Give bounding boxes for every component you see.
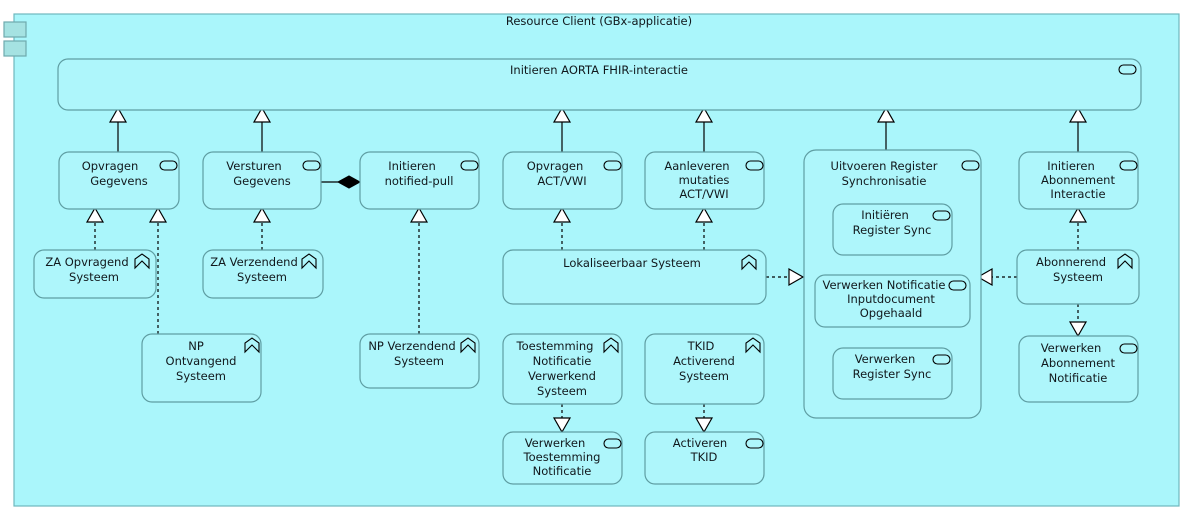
node-label-line: mutaties	[679, 173, 730, 187]
node-label-line: Toestemming	[516, 339, 594, 353]
node-uitvoeren-register-synchronisatie[interactable]: Uitvoeren Register Synchronisatie Initië…	[803, 149, 982, 419]
connector-initieren-abonnement-to-top-service	[1068, 106, 1088, 152]
node-versturen-gegevens[interactable]: Versturen Gegevens	[202, 151, 322, 210]
node-label-line: ACT/VWI	[537, 174, 586, 188]
node-label-line: Systeem	[237, 270, 287, 284]
node-activeren-tkid[interactable]: Activeren TKID	[644, 431, 765, 485]
node-label: Initieren AORTA FHIR-interactie	[510, 63, 688, 77]
node-label-line: Notificatie	[1049, 371, 1108, 385]
node-label-line: TKID	[690, 450, 718, 464]
connector-abonnerend-to-initieren-abonnement	[1068, 206, 1088, 250]
node-initieren-abonnement-interactie[interactable]: Initieren Abonnement Interactie	[1018, 151, 1139, 210]
node-label-line: Register Sync	[853, 367, 932, 381]
connector-opvragen-gegevens-to-top-service	[108, 106, 128, 152]
node-opvragen-act-vwi[interactable]: Opvragen ACT/VWI	[502, 151, 623, 210]
node-label-line: Uitvoeren Register	[831, 159, 938, 173]
node-label-line: notified-pull	[385, 174, 454, 188]
connector-abonnerend-to-verwerken-notificatie	[976, 267, 1017, 287]
node-verwerken-notificatie-inputdocument-opgehaald[interactable]: Verwerken Notificatie Inputdocument Opge…	[814, 274, 971, 328]
node-label-line: Aanleveren	[664, 159, 729, 173]
connector-tkid-systeem-to-activeren-tkid	[694, 404, 714, 434]
node-initieren-register-sync[interactable]: Initiëren Register Sync	[832, 203, 953, 256]
node-label-line: Opvragen	[82, 159, 139, 173]
group-title: Resource Client (GBx-applicatie)	[506, 14, 692, 28]
connector-lokaliseerbaar-to-aanleveren-mutaties	[694, 206, 714, 250]
node-np-ontvangend-systeem[interactable]: NP Ontvangend Systeem	[141, 333, 262, 403]
node-label-line: Systeem	[394, 354, 444, 368]
grouping-tab-1-icon	[3, 21, 27, 38]
node-verwerken-abonnement-notificatie[interactable]: Verwerken Abonnement Notificatie	[1018, 335, 1139, 403]
node-label-line: NP	[188, 339, 204, 353]
node-label-line: Synchronisatie	[842, 174, 927, 188]
connector-versturen-gegevens-to-top-service	[252, 106, 272, 152]
connector-np-verzendend-to-notified-pull	[409, 206, 429, 334]
node-label-line: ACT/VWI	[679, 187, 728, 201]
node-label-line: Initiëren	[861, 208, 909, 222]
node-label-line: Opgehaald	[860, 306, 923, 320]
node-label-line: Verwerkend	[528, 369, 596, 383]
node-label-line: Abonnement	[1041, 356, 1115, 370]
node-tkid-activerend-systeem[interactable]: TKID Activerend Systeem	[644, 333, 765, 405]
node-label-line: Interactie	[1050, 187, 1105, 201]
node-label-line: Toestemming	[523, 450, 601, 464]
node-label-line: Systeem	[176, 369, 226, 383]
connector-np-ontvangend-to-opvragen-gegevens	[148, 206, 168, 334]
node-label-line: Systeem	[679, 369, 729, 383]
node-label-line: TKID	[687, 339, 715, 353]
node-label-line: ZA Opvragend	[45, 255, 128, 269]
node-aanleveren-mutaties-act-vwi[interactable]: Aanleveren mutaties ACT/VWI	[644, 151, 765, 210]
node-label-line: Systeem	[69, 270, 119, 284]
node-label-line: NP Verzendend	[368, 339, 455, 353]
node-label-line: Ontvangend	[166, 354, 237, 368]
node-label-line: Gegevens	[233, 174, 291, 188]
node-label-line: Verwerken	[1041, 341, 1102, 355]
node-label-line: Notificatie	[533, 354, 592, 368]
node-label-line: Verwerken	[855, 352, 916, 366]
node-label-line: Initieren	[1047, 159, 1095, 173]
node-label-line: Notificatie	[533, 464, 592, 478]
connector-uitvoeren-register-to-top-service	[876, 106, 896, 150]
node-opvragen-gegevens[interactable]: Opvragen Gegevens	[58, 151, 180, 210]
connector-toestemming-systeem-to-verwerken-toestemming	[552, 404, 572, 434]
node-initieren-aorta-fhir-interactie[interactable]: Initieren AORTA FHIR-interactie	[57, 58, 1142, 111]
node-label-line: Verwerken Notificatie	[823, 278, 946, 292]
connector-aanleveren-mutaties-to-top-service	[694, 106, 714, 152]
node-toestemming-notificatie-verwerkend-systeem[interactable]: Toestemming Notificatie Verwerkend Syste…	[502, 333, 623, 405]
node-label-line: Versturen	[226, 159, 281, 173]
connector-za-opvragend-to-opvragen-gegevens	[85, 206, 105, 250]
connector-layer	[85, 106, 1088, 434]
connector-za-verzendend-to-versturen-gegevens	[252, 206, 272, 250]
node-label-line: Inputdocument	[847, 292, 935, 306]
node-label-line: Systeem	[1053, 270, 1103, 284]
node-verwerken-register-sync[interactable]: Verwerken Register Sync	[832, 347, 953, 400]
node-label-line: Lokaliseerbaar Systeem	[563, 256, 701, 270]
node-label-line: Abonnement	[1041, 173, 1115, 187]
node-initieren-notified-pull[interactable]: Initieren notified-pull	[359, 151, 480, 210]
connector-abonnerend-to-verwerken-abonnement-notificatie	[1068, 304, 1088, 338]
node-lokaliseerbaar-systeem[interactable]: Lokaliseerbaar Systeem	[502, 249, 767, 305]
node-za-verzendend-systeem[interactable]: ZA Verzendend Systeem	[202, 249, 324, 299]
node-label-line: Systeem	[537, 384, 587, 398]
connector-lokaliseerbaar-to-uitvoeren-register	[766, 267, 805, 287]
node-label-line: Activeren	[673, 436, 727, 450]
node-label-line: Register Sync	[853, 223, 932, 237]
node-label-line: ZA Verzendend	[210, 255, 298, 269]
node-label-line: Activerend	[673, 354, 735, 368]
grouping-tab-2-icon	[3, 40, 27, 57]
node-label-line: Abonnerend	[1036, 255, 1106, 269]
connector-lokaliseerbaar-to-opvragen-act-vwi	[552, 206, 572, 250]
node-label-line: Gegevens	[90, 174, 148, 188]
node-za-opvragend-systeem[interactable]: ZA Opvragend Systeem	[33, 249, 157, 299]
node-label-line: Initieren	[388, 159, 436, 173]
node-np-verzendend-systeem[interactable]: NP Verzendend Systeem	[359, 333, 480, 389]
node-abonnerend-systeem[interactable]: Abonnerend Systeem	[1016, 249, 1140, 305]
node-verwerken-toestemming-notificatie[interactable]: Verwerken Toestemming Notificatie	[502, 431, 623, 485]
node-label-line: Verwerken	[525, 436, 586, 450]
connector-opvragen-act-vwi-to-top-service	[552, 106, 572, 152]
node-label-line: Opvragen	[527, 159, 584, 173]
